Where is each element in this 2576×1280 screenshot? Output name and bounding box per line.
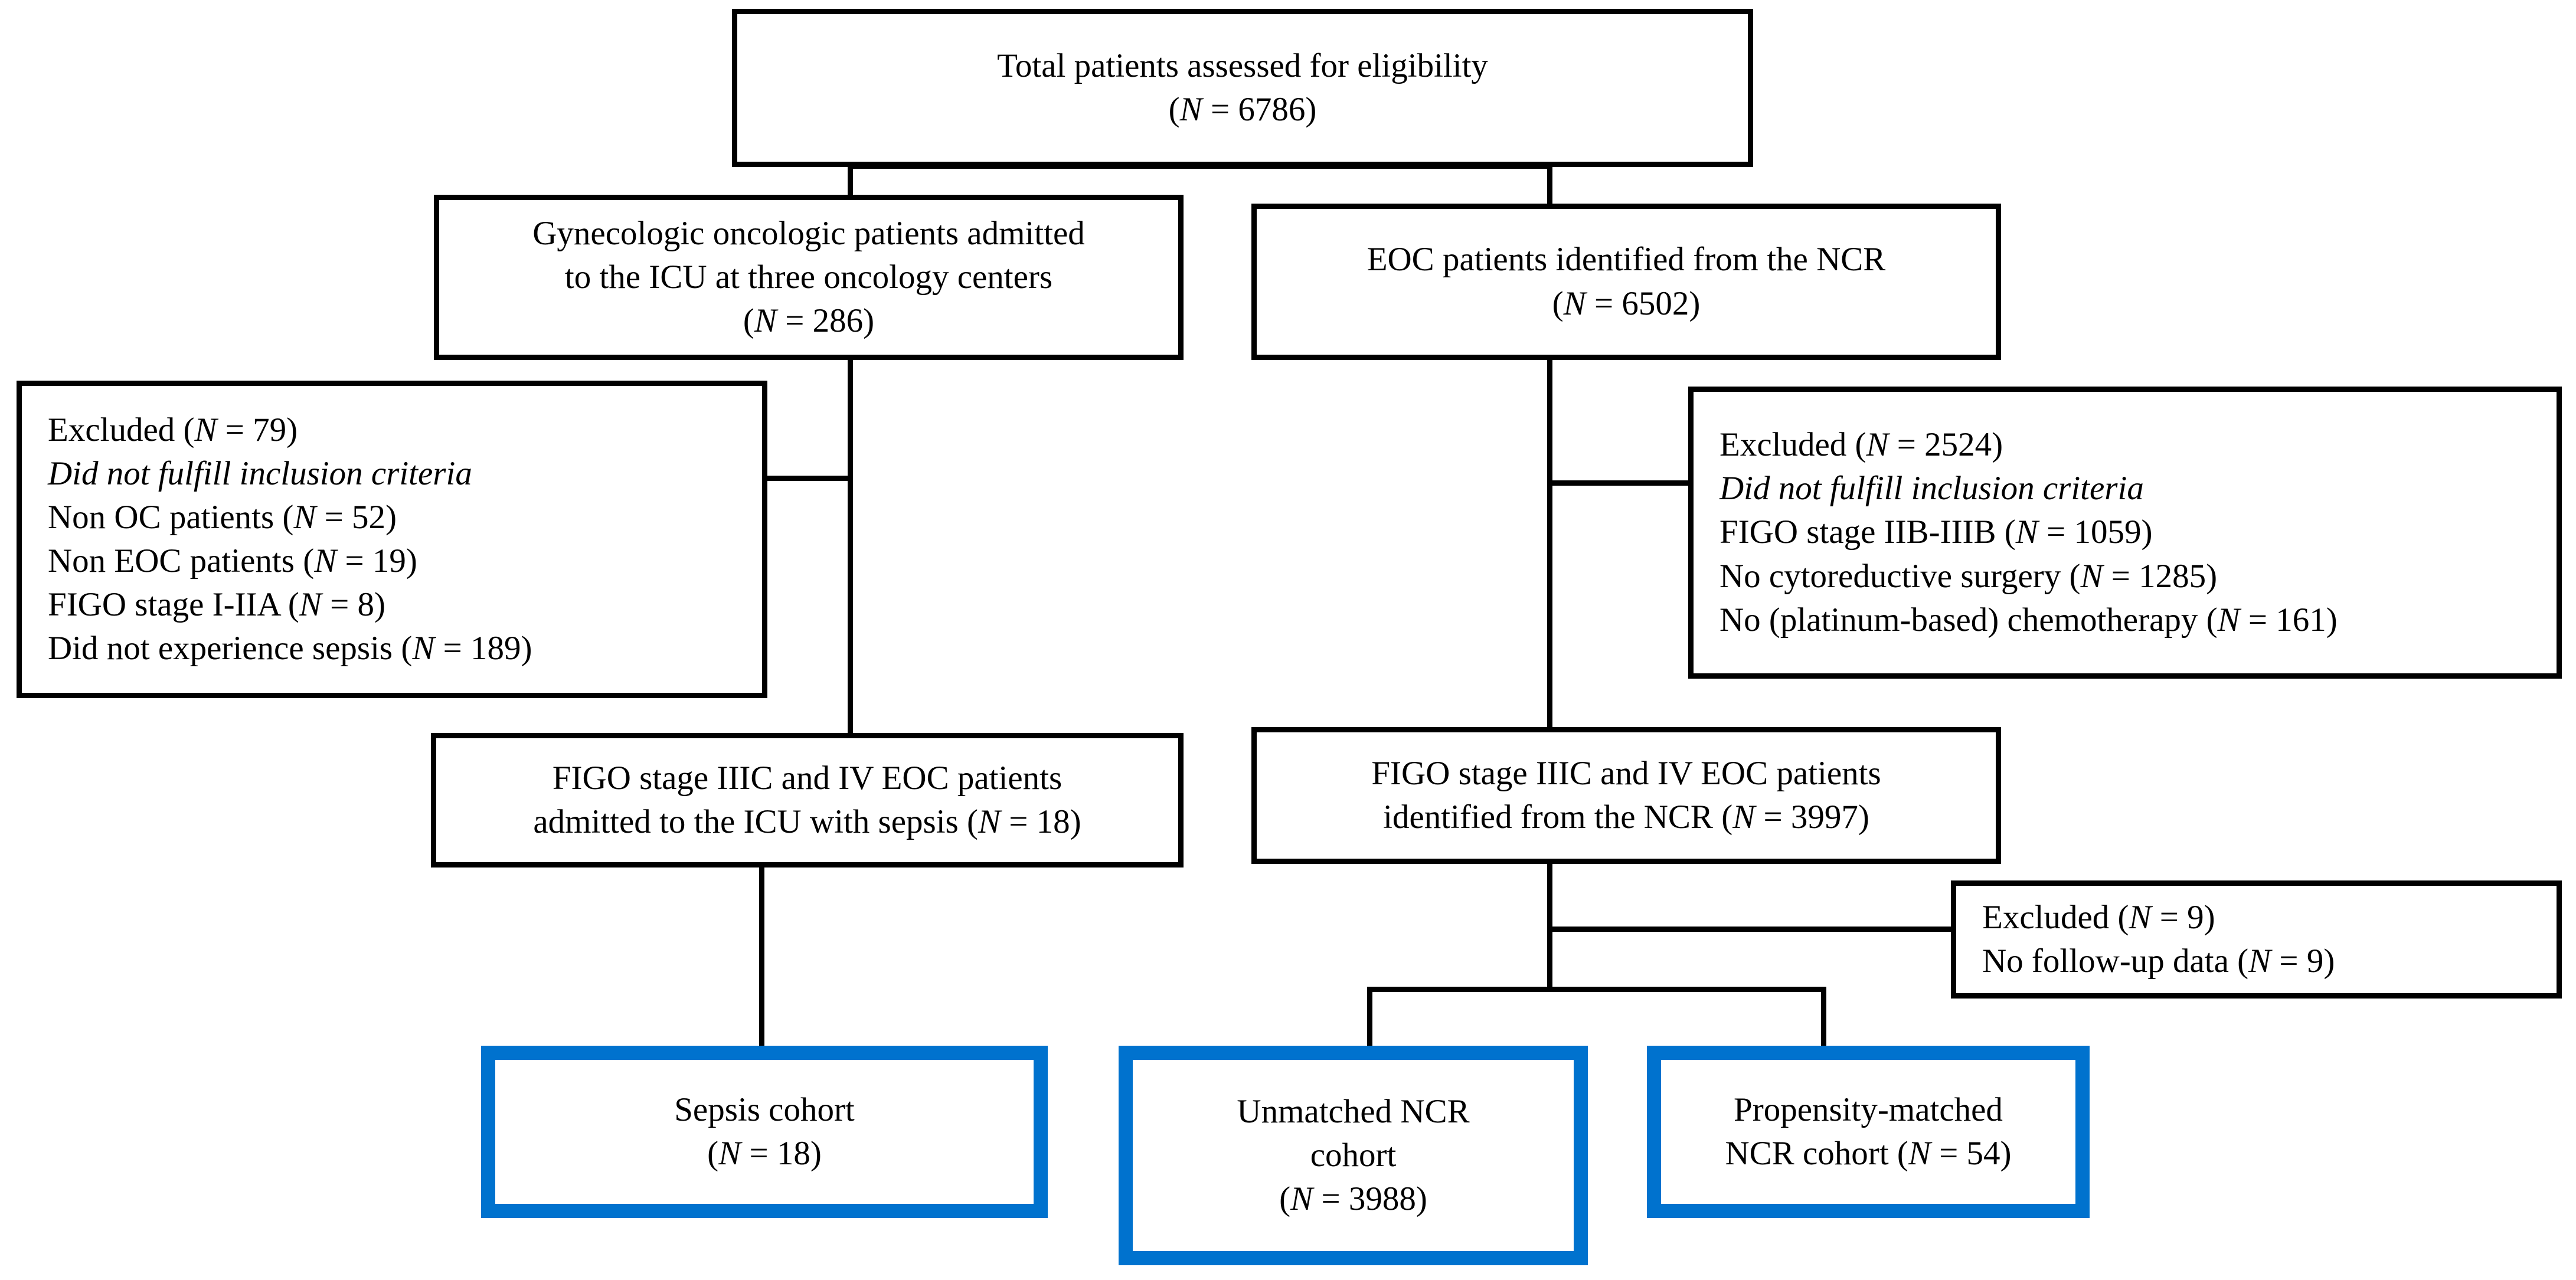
excluded-ncr-reason-3: No (platinum-based) chemotherapy (N = 16… xyxy=(1719,601,2338,639)
sepsis-cohort-line-2: (N = 18) xyxy=(707,1135,822,1172)
excluded-icu-reason-4: Did not experience sepsis (N = 189) xyxy=(48,630,532,667)
total-patients-line-1: Total patients assessed for eligibility xyxy=(997,47,1488,84)
node-unmatched-ncr-cohort: Unmatched NCR cohort (N = 3988) xyxy=(1119,1046,1588,1265)
node-icu-admitted: Gynecologic oncologic patients admitted … xyxy=(434,195,1184,360)
node-excluded-icu: Excluded (N = 79) Did not fulfill inclus… xyxy=(17,381,767,698)
connector-to-matched-cohort xyxy=(1821,987,1826,1054)
excluded-ncr-subheader: Did not fulfill inclusion criteria xyxy=(1719,470,2144,508)
node-propensity-matched-ncr-cohort: Propensity-matched NCR cohort (N = 54) xyxy=(1647,1046,2090,1218)
sepsis-cohort-line-1: Sepsis cohort xyxy=(674,1091,855,1128)
connector-icu-to-excluded xyxy=(762,476,853,481)
matched-cohort-line-2: NCR cohort (N = 54) xyxy=(1725,1135,2012,1172)
excluded-ncr-header: Excluded (N = 2524) xyxy=(1719,426,2003,464)
node-total-patients: Total patients assessed for eligibility … xyxy=(732,9,1753,167)
connector-bottom-split-bar xyxy=(1367,987,1826,992)
connector-ncr-to-figo xyxy=(1547,358,1552,728)
excluded-followup-header: Excluded (N = 9) xyxy=(1982,898,2215,936)
connector-total-to-icu xyxy=(848,165,853,197)
excluded-followup-reason-1: No follow-up data (N = 9) xyxy=(1982,942,2335,980)
connector-ncr-to-excluded xyxy=(1547,480,1692,486)
icu-admitted-line-3: (N = 286) xyxy=(743,302,875,340)
excluded-icu-reason-2: Non EOC patients (N = 19) xyxy=(48,542,417,580)
connector-figo-ncr-down xyxy=(1547,862,1552,990)
ncr-identified-line-1: EOC patients identified from the NCR xyxy=(1367,241,1886,279)
total-patients-line-2: (N = 6786) xyxy=(1168,91,1317,128)
icu-admitted-line-2: to the ICU at three oncology centers xyxy=(564,258,1053,296)
excluded-ncr-reason-2: No cytoreductive surgery (N = 1285) xyxy=(1719,557,2218,595)
connector-figo-icu-to-sepsis-cohort xyxy=(759,865,764,1054)
icu-admitted-line-1: Gynecologic oncologic patients admitted xyxy=(532,214,1085,252)
node-figo-icu-sepsis: FIGO stage IIIC and IV EOC patients admi… xyxy=(431,733,1184,867)
node-excluded-ncr: Excluded (N = 2524) Did not fulfill incl… xyxy=(1688,387,2562,679)
connector-total-to-ncr xyxy=(1547,165,1552,205)
node-excluded-followup: Excluded (N = 9) No follow-up data (N = … xyxy=(1951,880,2562,999)
matched-cohort-line-1: Propensity-matched xyxy=(1734,1091,2003,1128)
excluded-icu-reason-1: Non OC patients (N = 52) xyxy=(48,498,397,536)
connector-figo-ncr-to-excluded-followup xyxy=(1547,927,1954,932)
node-figo-ncr: FIGO stage IIIC and IV EOC patients iden… xyxy=(1251,727,2001,864)
excluded-icu-header: Excluded (N = 79) xyxy=(48,411,298,449)
node-sepsis-cohort: Sepsis cohort (N = 18) xyxy=(481,1046,1048,1218)
excluded-icu-reason-3: FIGO stage I-IIA (N = 8) xyxy=(48,586,385,624)
unmatched-cohort-line-1: Unmatched NCR xyxy=(1237,1092,1470,1130)
figo-ncr-line-1: FIGO stage IIIC and IV EOC patients xyxy=(1371,754,1881,792)
figo-icu-line-2: admitted to the ICU with sepsis (N = 18) xyxy=(533,803,1081,840)
connector-to-unmatched-cohort xyxy=(1367,987,1372,1054)
ncr-identified-line-2: (N = 6502) xyxy=(1552,284,1701,322)
node-ncr-identified: EOC patients identified from the NCR (N … xyxy=(1251,204,2001,360)
unmatched-cohort-line-3: (N = 3988) xyxy=(1279,1180,1427,1218)
excluded-icu-subheader: Did not fulfill inclusion criteria xyxy=(48,454,472,492)
excluded-ncr-reason-1: FIGO stage IIB-IIIB (N = 1059) xyxy=(1719,513,2153,551)
connector-icu-to-figo xyxy=(848,358,853,733)
unmatched-cohort-line-2: cohort xyxy=(1310,1136,1397,1174)
figo-ncr-line-2: identified from the NCR (N = 3997) xyxy=(1383,798,1869,836)
figo-icu-line-1: FIGO stage IIIC and IV EOC patients xyxy=(552,759,1063,797)
